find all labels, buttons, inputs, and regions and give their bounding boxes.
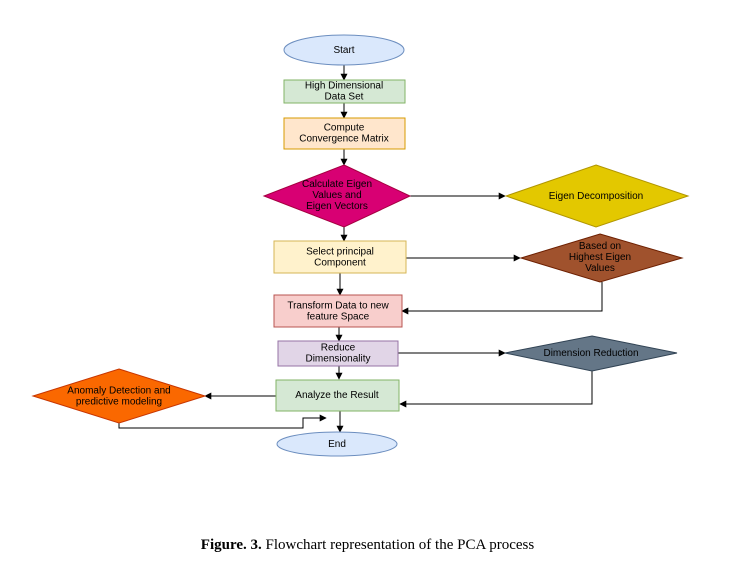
dimension-reduction-node: Dimension Reduction [504, 335, 678, 372]
select-pc-label-line: Select principal [306, 246, 374, 257]
reduce-label-line: Dimensionality [305, 353, 370, 364]
highest-eigen-label-line: Values [585, 263, 615, 274]
svg-text:End: End [328, 439, 346, 450]
svg-text:Eigen Decomposition: Eigen Decomposition [549, 191, 644, 202]
edge-anomaly-to-end [118, 414, 327, 429]
eigen-calc-label-line: Eigen Vectors [306, 201, 368, 212]
start-label-line: Start [333, 45, 354, 56]
high-dim-label-line: High Dimensional [305, 80, 383, 91]
svg-text:Dimension Reduction: Dimension Reduction [543, 348, 638, 359]
eigen-decomposition-node: Eigen Decomposition [504, 164, 690, 228]
svg-text:Start: Start [333, 45, 354, 56]
select-pc-label-line: Component [314, 257, 366, 268]
analyze-label-line: Analyze the Result [295, 390, 379, 401]
analyze-node: Analyze the Result [275, 379, 400, 412]
dim-reduction-label-line: Dimension Reduction [543, 348, 638, 359]
reduce-label-line: Reduce [321, 342, 356, 353]
anomaly-label-line: predictive modeling [76, 396, 162, 407]
highest-eigen-label-line: Highest Eigen [569, 252, 631, 263]
covariance-label-line: Compute [324, 122, 365, 133]
eigen-calc-label-line: Calculate Eigen [302, 179, 372, 190]
edge-dimension-to-analyze [399, 371, 593, 408]
end-label-line: End [328, 439, 346, 450]
covariance-label-line: Convergence Matrix [299, 133, 388, 144]
eigen-decomp-label-line: Eigen Decomposition [549, 191, 644, 202]
high-dim-label-line: Data Set [325, 91, 364, 102]
end-node: End [276, 431, 398, 457]
anomaly-label-line: Anomaly Detection and [67, 385, 170, 396]
figure-label: Figure. 3. [200, 537, 262, 553]
transform-label-line: feature Space [307, 311, 370, 322]
edge-highest-to-transform [401, 282, 603, 315]
figure-caption-text: Flowchart representation of the PCA proc… [261, 537, 535, 553]
eigen-calc-label-line: Values and [312, 190, 361, 201]
transform-label-line: Transform Data to new [287, 300, 389, 311]
svg-text:Analyze the Result: Analyze the Result [295, 390, 379, 401]
figure-caption: Figure. 3. Flowchart representation of t… [0, 537, 735, 554]
highest-eigen-label-line: Based on [579, 241, 621, 252]
start-node: Start [283, 34, 405, 66]
